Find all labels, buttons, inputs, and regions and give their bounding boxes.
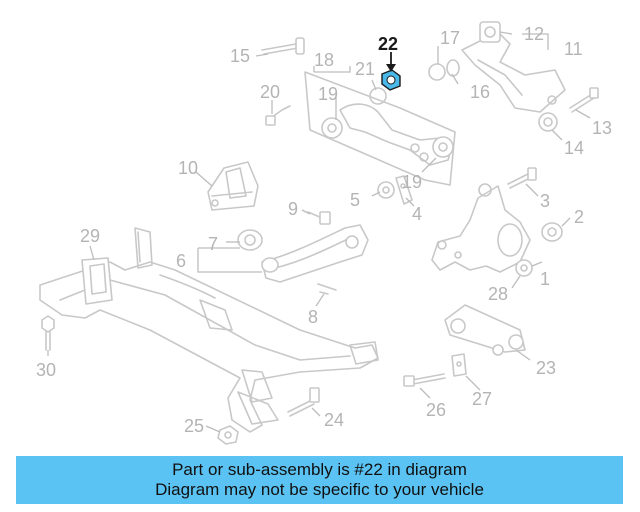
knuckle-1 [431,183,533,277]
upper-control-arm-18 [304,71,456,186]
leader-lines [47,31,591,433]
bolt-20 [265,105,291,126]
lateral-link-23 [444,304,526,356]
callout-3[interactable]: 3 [540,191,550,211]
bushing-14 [538,112,558,132]
callout-6[interactable]: 6 [176,251,186,271]
banner-line-disclaimer: Diagram may not be specific to your vehi… [155,480,484,499]
lower-control-arm-6 [237,224,369,283]
bracket-4 [395,175,413,205]
callout-19-lower[interactable]: 19 [402,172,422,192]
bolt-3 [507,167,537,189]
washer-21 [369,87,387,105]
callout-27[interactable]: 27 [472,389,492,409]
bolt-30 [41,315,55,351]
callout-23[interactable]: 23 [536,358,556,378]
bushing-5 [377,181,395,199]
bolt-9 [307,211,331,225]
callout-8[interactable]: 8 [308,307,318,327]
callout-labels: 1 2 3 4 5 6 7 8 9 10 11 12 13 14 15 16 1… [36,24,612,436]
nut-22-highlighted [381,69,401,91]
trailing-arm-11 [428,21,566,113]
mount-bracket-10 [207,161,259,211]
callout-22[interactable]: 22 [378,34,398,54]
rear-suspension-diagram: 1 2 3 4 5 6 7 8 9 10 11 12 13 14 15 16 1… [36,21,612,445]
callout-14[interactable]: 14 [564,138,584,158]
bolt-24 [287,387,320,417]
callout-28[interactable]: 28 [488,284,508,304]
bracket-27 [451,353,467,377]
banner-line-part: Part or sub-assembly is #22 in diagram [172,460,467,479]
callout-16[interactable]: 16 [470,82,490,102]
callout-25[interactable]: 25 [184,416,204,436]
bolt-15 [261,37,305,55]
callout-24[interactable]: 24 [324,410,344,430]
callout-2[interactable]: 2 [574,207,584,227]
callout-18[interactable]: 18 [314,50,334,70]
callout-21[interactable]: 21 [355,59,375,79]
rear-subframe [39,227,379,433]
bushing-2 [541,222,563,242]
pin-8 [317,283,337,295]
bolt-13 [569,87,599,113]
callout-10[interactable]: 10 [178,158,198,178]
callout-1[interactable]: 1 [540,269,550,289]
callout-4[interactable]: 4 [412,204,422,224]
callout-12[interactable]: 12 [524,24,544,44]
callout-9[interactable]: 9 [288,199,298,219]
callout-29[interactable]: 29 [80,226,100,246]
callout-20[interactable]: 20 [260,82,280,102]
callout-22-arrow [386,52,396,72]
callout-15[interactable]: 15 [230,46,250,66]
callout-17[interactable]: 17 [440,28,460,48]
callout-19-upper[interactable]: 19 [318,84,338,104]
info-banner: Part or sub-assembly is #22 in diagram D… [16,456,623,504]
bolt-26 [403,373,446,387]
callout-26[interactable]: 26 [426,400,446,420]
callout-13[interactable]: 13 [592,118,612,138]
callout-7[interactable]: 7 [208,234,218,254]
callout-11[interactable]: 11 [564,39,583,59]
nut-25 [217,425,239,445]
callout-5[interactable]: 5 [350,190,360,210]
callout-30[interactable]: 30 [36,360,56,380]
